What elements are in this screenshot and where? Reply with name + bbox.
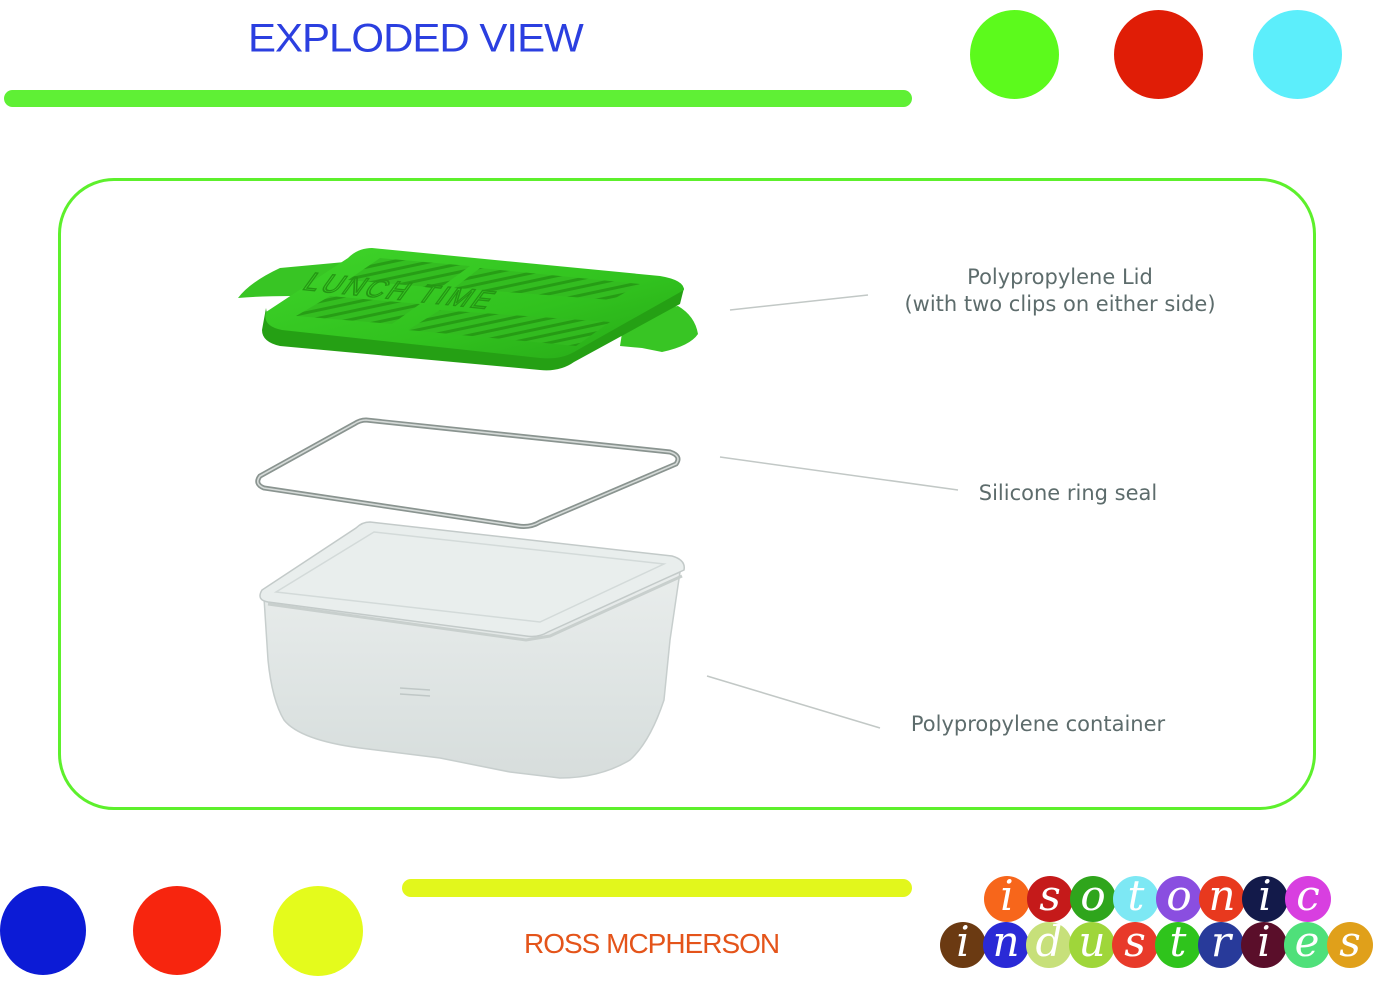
logo-letter-industries-4: u bbox=[1069, 921, 1115, 968]
page-title: EXPLODED VIEW bbox=[248, 15, 584, 60]
container-leader-line bbox=[706, 675, 881, 729]
logo-letter-industries-7: r bbox=[1198, 921, 1244, 968]
logo-letter-isotonic-2: s bbox=[1027, 875, 1073, 922]
lid-vent-grille-4 bbox=[408, 310, 610, 346]
container-label: Polypropylene container bbox=[910, 712, 1166, 736]
lid-label-line2: (with two clips on either side) bbox=[904, 292, 1216, 316]
lid-vent-grille-2 bbox=[454, 268, 640, 300]
seal-label: Silicone ring seal bbox=[978, 481, 1158, 505]
top-dot-1 bbox=[970, 10, 1059, 99]
logo-letter-isotonic-4: t bbox=[1113, 875, 1159, 922]
logo-letter-industries-5: s bbox=[1112, 921, 1158, 968]
lid-label: Polypropylene Lid (with two clips on eit… bbox=[880, 264, 1240, 318]
logo-letter-isotonic-6: n bbox=[1199, 875, 1245, 922]
logo-letter-isotonic-3: o bbox=[1070, 875, 1116, 922]
seal-leader-line bbox=[719, 456, 959, 491]
top-dot-2 bbox=[1114, 10, 1203, 99]
top-accent-bar bbox=[4, 90, 912, 107]
seal-part bbox=[255, 417, 681, 529]
logo-letter-isotonic-8: c bbox=[1285, 875, 1331, 922]
logo-letter-industries-8: i bbox=[1241, 921, 1287, 968]
lid-part: LUNCH TIME bbox=[238, 248, 698, 371]
bottom-dot-2 bbox=[133, 886, 221, 975]
lid-side bbox=[262, 288, 684, 371]
logo-letter-industries-3: d bbox=[1026, 921, 1072, 968]
logo-letter-isotonic-5: o bbox=[1156, 875, 1202, 922]
logo-letter-isotonic-1: i bbox=[984, 875, 1030, 922]
author-name: ROSS MCPHERSON bbox=[524, 928, 780, 959]
top-dot-3 bbox=[1253, 10, 1342, 99]
logo-letter-isotonic-7: i bbox=[1242, 875, 1288, 922]
container-part bbox=[259, 521, 685, 779]
bottom-dot-3 bbox=[273, 886, 363, 976]
logo-letter-industries-10: s bbox=[1327, 921, 1373, 968]
lid-vent-grille-1 bbox=[348, 258, 470, 288]
bottom-accent-bar bbox=[402, 879, 912, 897]
logo-letter-industries-1: i bbox=[940, 921, 986, 968]
logo-letter-industries-9: e bbox=[1284, 921, 1330, 968]
container-rim bbox=[259, 521, 685, 638]
logo-letter-industries-2: n bbox=[983, 921, 1029, 968]
seal-ring bbox=[255, 417, 681, 529]
lid-leader-line bbox=[729, 294, 869, 311]
bottom-dot-1 bbox=[0, 886, 86, 975]
diagram-frame bbox=[58, 178, 1316, 810]
lid-label-line1: Polypropylene Lid bbox=[967, 265, 1153, 289]
logo-letter-industries-6: t bbox=[1155, 921, 1201, 968]
lid-vent-grille-3 bbox=[296, 296, 420, 324]
